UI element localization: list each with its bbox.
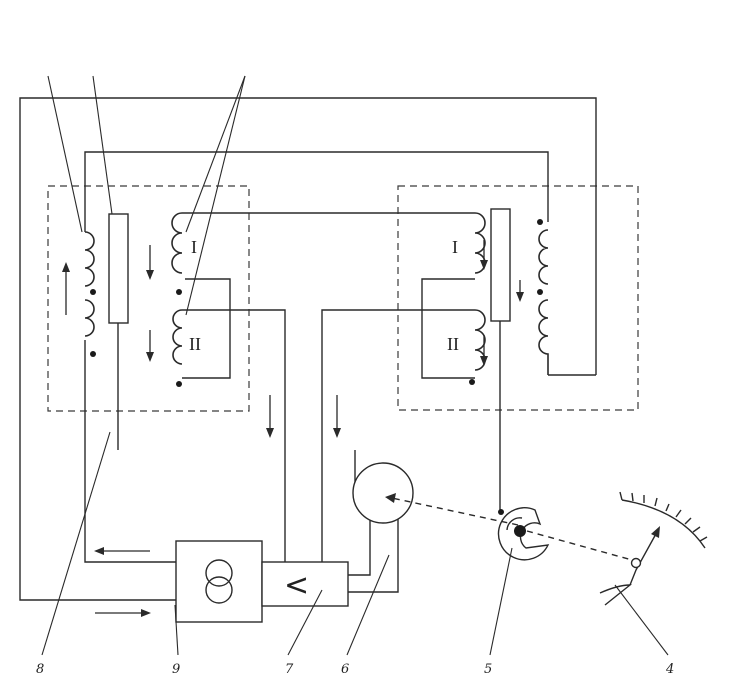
pointer-arrowhead bbox=[651, 526, 660, 538]
motor-supply-wire bbox=[348, 515, 371, 576]
upper-primary-wire bbox=[84, 151, 549, 232]
leader-lines bbox=[41, 75, 669, 656]
right-winding-jumper bbox=[421, 278, 475, 379]
right-winding-i-label: I bbox=[452, 237, 458, 257]
label-9: 9 bbox=[172, 662, 180, 677]
left-ii-output-wire bbox=[182, 309, 286, 562]
left-winding-jumper bbox=[182, 278, 231, 379]
comparator-symbol: < bbox=[284, 568, 309, 603]
mechanical-link-cam-to-pointer bbox=[526, 530, 633, 561]
motor-return-wire bbox=[348, 518, 399, 593]
polarity-dot bbox=[537, 289, 543, 295]
cam-follower-arc bbox=[506, 517, 523, 531]
amplifier-block bbox=[175, 540, 263, 623]
label-4: 4 bbox=[665, 662, 674, 677]
left-winding-i-coil bbox=[171, 212, 183, 274]
label-8: 8 bbox=[36, 662, 44, 677]
servo-motor bbox=[352, 462, 414, 524]
cam-shaft bbox=[514, 525, 526, 537]
left-winding-ii-label: II bbox=[189, 334, 201, 354]
arrowhead bbox=[385, 493, 396, 503]
polarity-dot bbox=[176, 381, 182, 387]
current-direction-arrows bbox=[62, 240, 524, 617]
polarity-dot bbox=[176, 289, 182, 295]
right-winding-ii-label: II bbox=[447, 334, 459, 354]
polarity-dot bbox=[537, 219, 543, 225]
right-transformer-frame bbox=[397, 185, 639, 411]
polarity-dot bbox=[90, 289, 96, 295]
indicator-scale bbox=[621, 499, 706, 549]
left-primary-coil bbox=[84, 231, 95, 337]
polarity-dot bbox=[498, 509, 504, 515]
transformer-symbol-circle bbox=[205, 576, 233, 604]
label-6: 6 bbox=[341, 662, 349, 677]
label-5: 5 bbox=[484, 662, 492, 677]
pointer-pivot bbox=[630, 557, 642, 569]
left-primary-lower-wire bbox=[84, 340, 178, 563]
outer-wire-loop bbox=[19, 97, 597, 601]
comparator-block bbox=[261, 561, 349, 607]
left-winding-i-label: I bbox=[191, 237, 197, 257]
scale-ticks bbox=[619, 491, 708, 542]
polarity-dot bbox=[469, 379, 475, 385]
polarity-dot bbox=[90, 351, 96, 357]
transformer-symbol-circle bbox=[205, 559, 233, 587]
left-movable-core bbox=[108, 213, 129, 324]
left-winding-ii-coil bbox=[172, 309, 183, 365]
indicator-pointer bbox=[629, 531, 658, 586]
left-transformer-frame bbox=[47, 185, 250, 412]
right-primary-coil bbox=[538, 229, 549, 375]
right-movable-core bbox=[490, 208, 511, 322]
right-ii-output-wire bbox=[321, 309, 475, 562]
label-7: 7 bbox=[285, 662, 294, 677]
pointer-base bbox=[599, 584, 632, 606]
